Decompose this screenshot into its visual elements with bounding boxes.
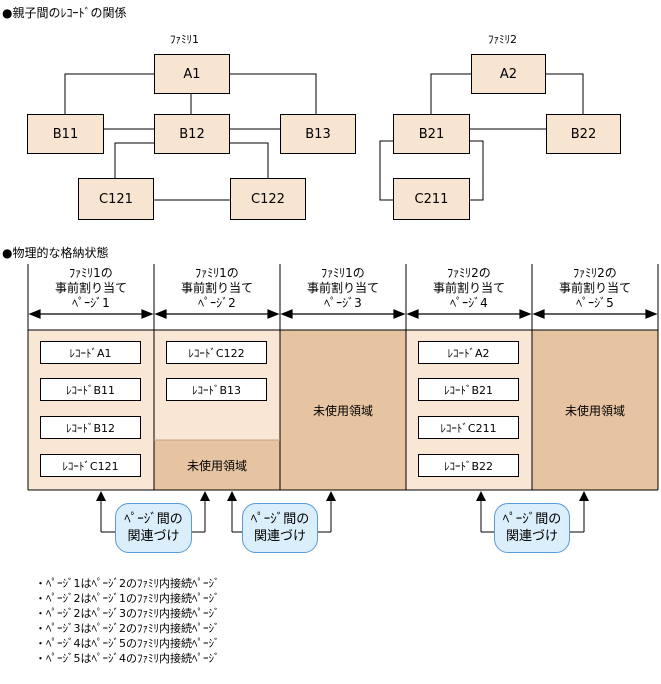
page3-unused-label: 未使用領域 xyxy=(312,403,373,418)
record-a2: ﾚｺｰﾄﾞA2 xyxy=(418,341,519,364)
node-c211: C211 xyxy=(393,178,470,220)
callout3-line1: ﾍﾟｰｼﾞ間の xyxy=(502,512,562,527)
record-c211: ﾚｺｰﾄﾞC211 xyxy=(418,416,519,439)
page1-caption-line1: ﾌｧﾐﾘ1の xyxy=(69,266,113,280)
page-link-callout-3: ﾍﾟｰｼﾞ間の 関連づけ xyxy=(494,503,570,553)
page-link-callout-2: ﾍﾟｰｼﾞ間の 関連づけ xyxy=(242,503,318,553)
node-b11: B11 xyxy=(27,114,104,154)
family1-label: ﾌｧﾐﾘ1 xyxy=(170,33,199,46)
page2-caption-line1: ﾌｧﾐﾘ1の xyxy=(195,266,239,280)
note-3: ・ﾍﾟｰｼﾞ2はﾍﾟｰｼﾞ3のﾌｧﾐﾘ内接続ﾍﾟｰｼﾞ xyxy=(35,607,220,620)
connector-b21-c211-right xyxy=(470,140,484,201)
callout1-line1: ﾍﾟｰｼﾞ間の xyxy=(124,512,183,527)
page1-caption-line3: ﾍﾟｰｼﾞ1 xyxy=(72,296,110,310)
note-4: ・ﾍﾟｰｼﾞ3はﾍﾟｰｼﾞ2のﾌｧﾐﾘ内接続ﾍﾟｰｼﾞ xyxy=(35,622,220,635)
connector-b12-c121 xyxy=(114,142,154,178)
page3-caption-line2: 事前割り当て xyxy=(306,281,379,295)
page4-caption-line1: ﾌｧﾐﾘ2の xyxy=(447,266,491,280)
connector-a1-b11 xyxy=(64,73,154,114)
record-b21: ﾚｺｰﾄﾞB21 xyxy=(418,378,519,401)
record-b22: ﾚｺｰﾄﾞB22 xyxy=(418,454,519,477)
node-a1: A1 xyxy=(154,54,230,94)
page2-caption-line2: 事前割り当て xyxy=(180,281,253,295)
record-c121: ﾚｺｰﾄﾞC121 xyxy=(40,454,141,477)
page5-caption-line3: ﾍﾟｰｼﾞ5 xyxy=(576,296,614,310)
connector-b12-c122 xyxy=(230,142,269,178)
page2-caption-line3: ﾍﾟｰｼﾞ2 xyxy=(198,296,236,310)
note-5: ・ﾍﾟｰｼﾞ4はﾍﾟｰｼﾞ5のﾌｧﾐﾘ内接続ﾍﾟｰｼﾞ xyxy=(35,637,220,650)
connector-a2-b21 xyxy=(430,73,471,114)
callout2-line1: ﾍﾟｰｼﾞ間の xyxy=(250,512,310,527)
node-c122: C122 xyxy=(230,178,306,220)
connector-a2-b22 xyxy=(546,73,584,114)
page2-caption: ﾌｧﾐﾘ1の 事前割り当て ﾍﾟｰｼﾞ2 xyxy=(154,266,280,311)
node-b21: B21 xyxy=(393,114,470,154)
page1-caption-line2: 事前割り当て xyxy=(54,281,127,295)
note-2: ・ﾍﾟｰｼﾞ2はﾍﾟｰｼﾞ1のﾌｧﾐﾘ内接続ﾍﾟｰｼﾞ xyxy=(35,592,220,605)
node-b22: B22 xyxy=(546,114,621,154)
page3-box xyxy=(280,330,406,490)
callout1-line2: 関連づけ xyxy=(127,529,180,544)
record-a1: ﾚｺｰﾄﾞA1 xyxy=(40,341,141,364)
page2-unused-area xyxy=(154,440,280,490)
page5-box xyxy=(532,330,658,490)
node-a2: A2 xyxy=(471,54,546,94)
page5-unused-label: 未使用領域 xyxy=(564,403,625,418)
page4-caption: ﾌｧﾐﾘ2の 事前割り当て ﾍﾟｰｼﾞ4 xyxy=(406,266,532,311)
record-b13: ﾚｺｰﾄﾞB13 xyxy=(166,378,267,401)
page1-caption: ﾌｧﾐﾘ1の 事前割り当て ﾍﾟｰｼﾞ1 xyxy=(28,266,154,311)
node-c121: C121 xyxy=(78,178,154,220)
relation-heading: ●親子間のﾚｺｰﾄﾞの関係 xyxy=(2,6,127,20)
note-1: ・ﾍﾟｰｼﾞ1はﾍﾟｰｼﾞ2のﾌｧﾐﾘ内接続ﾍﾟｰｼﾞ xyxy=(35,577,220,590)
page3-caption: ﾌｧﾐﾘ1の 事前割り当て ﾍﾟｰｼﾞ3 xyxy=(280,266,406,311)
node-b12: B12 xyxy=(154,114,230,154)
page2-unused-label: 未使用領域 xyxy=(186,458,247,473)
page4-caption-line3: ﾍﾟｰｼﾞ4 xyxy=(450,296,488,310)
connector-a1-b13 xyxy=(230,73,317,114)
page3-caption-line1: ﾌｧﾐﾘ1の xyxy=(321,266,365,280)
record-b12: ﾚｺｰﾄﾞB12 xyxy=(40,416,141,439)
node-b13: B13 xyxy=(280,114,356,154)
physical-heading: ●物理的な格納状態 xyxy=(2,246,109,260)
record-c122: ﾚｺｰﾄﾞC122 xyxy=(166,341,267,364)
page5-caption-line1: ﾌｧﾐﾘ2の xyxy=(573,266,617,280)
record-b11: ﾚｺｰﾄﾞB11 xyxy=(40,378,141,401)
page-link-callout-1: ﾍﾟｰｼﾞ間の 関連づけ xyxy=(115,503,192,553)
page4-caption-line2: 事前割り当て xyxy=(432,281,505,295)
family2-label: ﾌｧﾐﾘ2 xyxy=(488,33,517,46)
callout3-line2: 関連づけ xyxy=(505,529,558,544)
note-6: ・ﾍﾟｰｼﾞ5はﾍﾟｰｼﾞ4のﾌｧﾐﾘ内接続ﾍﾟｰｼﾞ xyxy=(35,652,220,665)
callout2-line2: 関連づけ xyxy=(253,529,306,544)
page3-caption-line3: ﾍﾟｰｼﾞ3 xyxy=(324,296,362,310)
connector-b21-c211-left xyxy=(379,140,393,201)
page5-caption-line2: 事前割り当て xyxy=(558,281,631,295)
page5-caption: ﾌｧﾐﾘ2の 事前割り当て ﾍﾟｰｼﾞ5 xyxy=(532,266,658,311)
